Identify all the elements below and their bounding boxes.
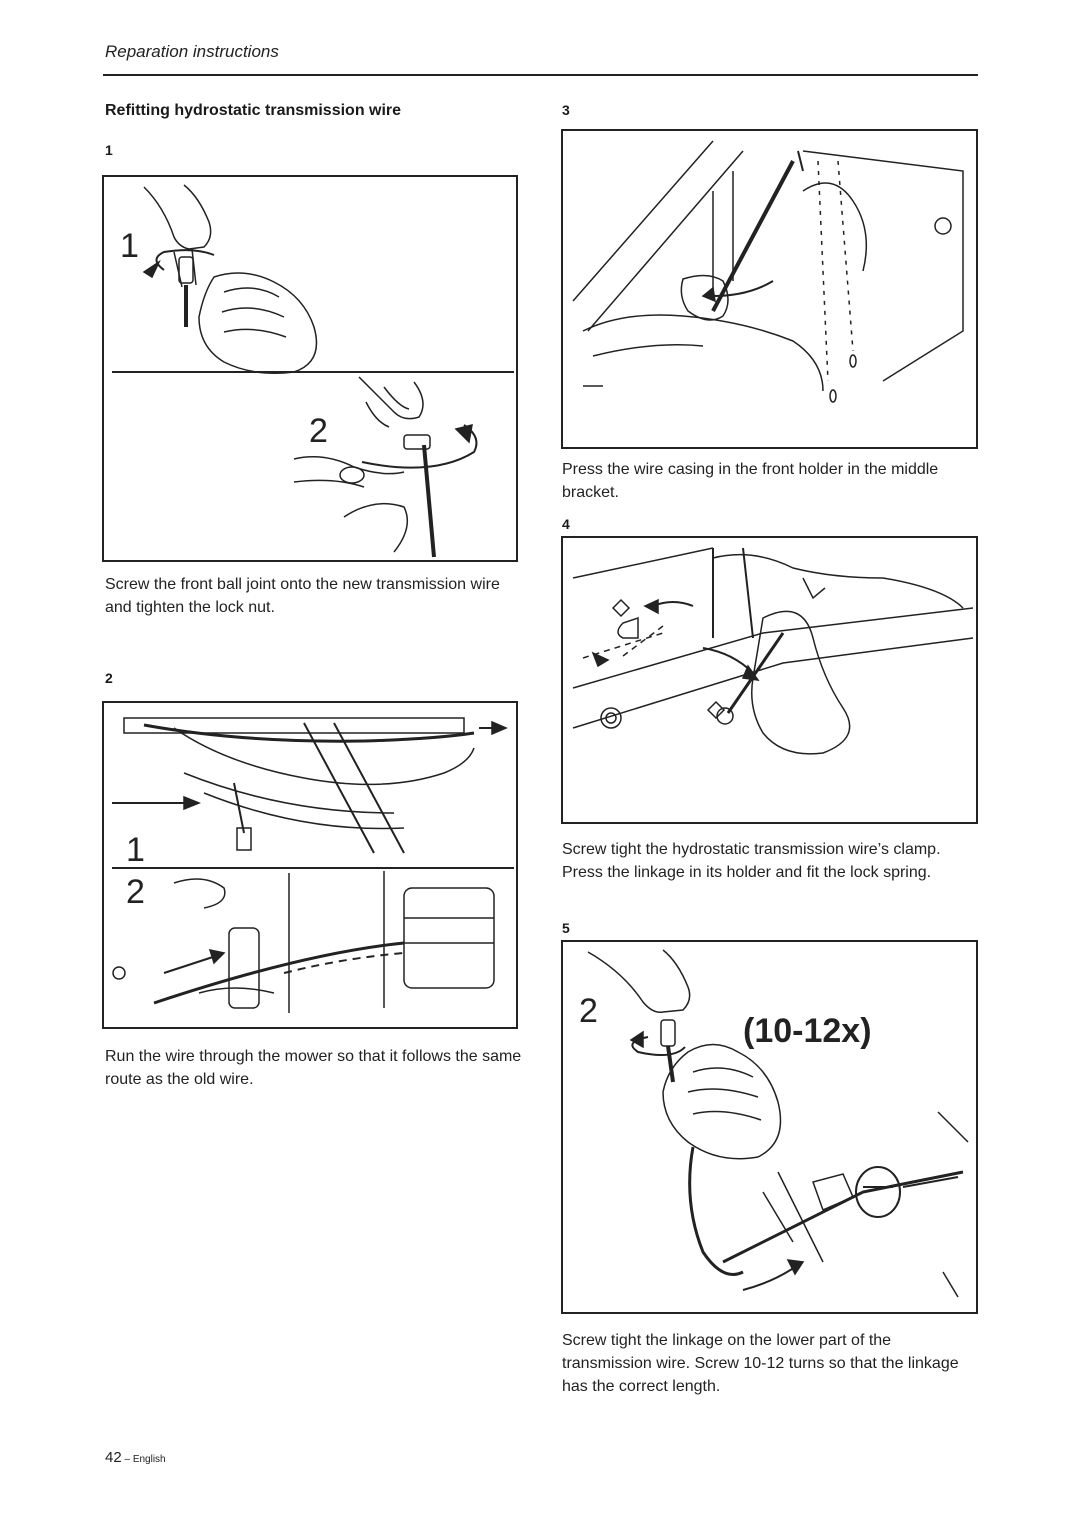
page-footer: 42 – English — [105, 1449, 166, 1466]
step-3-number: 3 — [562, 102, 570, 118]
step-1-illustration: 1 2 — [102, 175, 518, 562]
step-2-illustration: 1 2 — [102, 701, 518, 1029]
step-2-number: 2 — [105, 670, 113, 686]
illustration-label-1: 1 — [126, 831, 145, 869]
running-header: Reparation instructions — [105, 42, 279, 61]
step-2-caption: Run the wire through the mower so that i… — [105, 1048, 522, 1088]
illustration-label-2: 2 — [126, 873, 145, 911]
footer-language: English — [132, 1454, 166, 1465]
footer-separator: – — [121, 1454, 133, 1465]
section-heading: Refitting hydrostatic transmission wire — [105, 102, 402, 119]
step-1-number: 1 — [105, 142, 113, 158]
step-5-illustration: 2 (10-12x) — [561, 940, 978, 1314]
turns-label: (10-12x) — [743, 1012, 872, 1050]
header-rule — [103, 74, 978, 76]
illustration-label-1: 1 — [120, 227, 139, 265]
step-3-illustration — [561, 129, 978, 449]
step-4-caption: Screw tight the hydrostatic transmission… — [562, 841, 941, 881]
step-4-illustration — [561, 536, 978, 824]
illustration-label-2: 2 — [579, 992, 598, 1030]
step-1-caption: Screw the front ball joint onto the new … — [105, 576, 500, 616]
illustration-label-2: 2 — [309, 412, 328, 450]
step-4-number: 4 — [562, 516, 570, 532]
step-3-caption: Press the wire casing in the front holde… — [562, 461, 939, 501]
step-5-caption: Screw tight the linkage on the lower par… — [562, 1332, 959, 1395]
page-number: 42 — [105, 1449, 122, 1466]
step-5-number: 5 — [562, 920, 570, 936]
